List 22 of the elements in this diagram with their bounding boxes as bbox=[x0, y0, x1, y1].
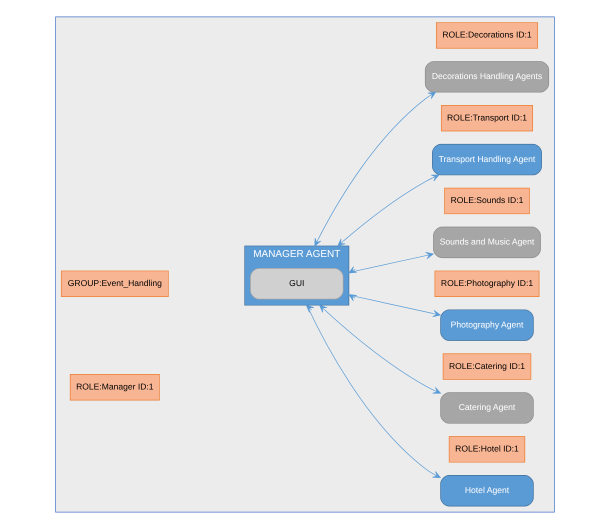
node-box: Transport Handling Agent bbox=[432, 144, 542, 176]
arrow bbox=[348, 252, 434, 274]
arrow bbox=[337, 174, 440, 246]
node-box: Hotel Agent bbox=[440, 475, 534, 506]
node-box: GROUP:Event_Handling bbox=[60, 270, 169, 297]
node-box: ROLE:Decorations ID:1 bbox=[436, 22, 538, 49]
node-box: ROLE:Photography ID:1 bbox=[434, 270, 540, 297]
node-box: GUI bbox=[250, 268, 344, 300]
node-box: Decorations Handling Agents bbox=[424, 61, 550, 92]
node-box: ROLE:Hotel ID:1 bbox=[448, 436, 526, 463]
node-box: Photography Agent bbox=[440, 309, 534, 341]
cluster bbox=[55, 16, 555, 512]
node-box: Catering Agent bbox=[440, 392, 534, 424]
arrow bbox=[348, 294, 441, 318]
node-box: ROLE:Transport ID:1 bbox=[440, 104, 534, 132]
arrow bbox=[306, 304, 441, 478]
node-box: ROLE:Manager ID:1 bbox=[70, 374, 160, 400]
node-box: ROLE:Catering ID:1 bbox=[442, 353, 532, 380]
node-box: ROLE:Sounds ID:1 bbox=[444, 188, 530, 214]
node-box: Sounds and Music Agent bbox=[433, 226, 541, 258]
arrow bbox=[314, 92, 436, 246]
arrow bbox=[319, 304, 441, 394]
